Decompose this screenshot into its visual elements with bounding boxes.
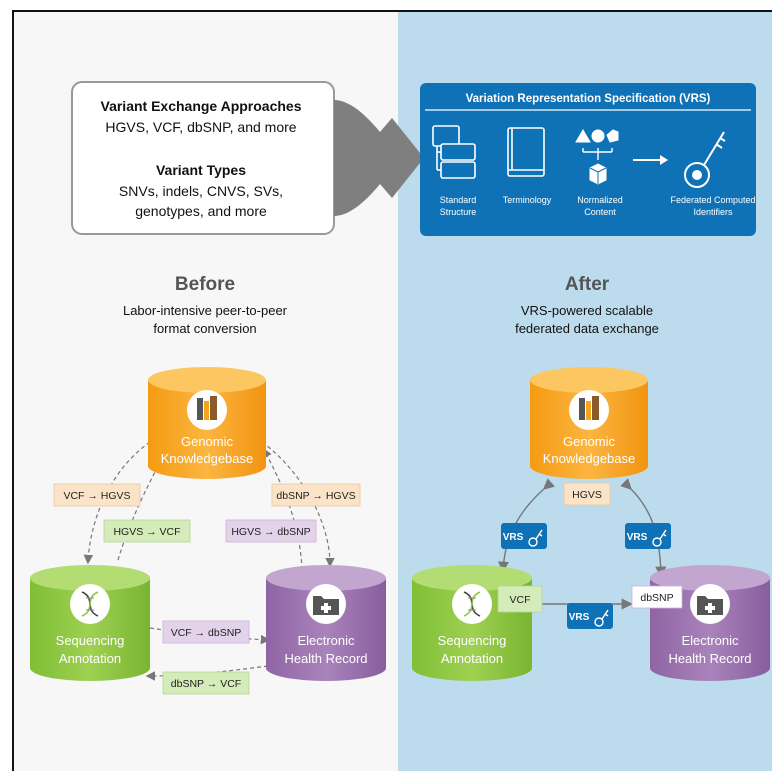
conversion-label: VCF → dbSNP — [162, 620, 250, 644]
conversion-label: HGVS → dbSNP — [225, 519, 317, 543]
medical-folder-icon — [697, 596, 723, 615]
books-icon — [579, 396, 599, 420]
format-tag-dbsnp: dbSNP — [631, 585, 683, 609]
db-label: Genomic — [181, 434, 234, 449]
svg-text:HGVS: HGVS — [572, 489, 602, 501]
svg-text:dbSNP: dbSNP — [640, 592, 673, 604]
vrs-item-label: Standard — [440, 195, 477, 205]
electronic-health-record-db: Electronic Health Record — [266, 565, 386, 681]
genomic-knowledgebase-db: Genomic Knowledgebase — [530, 367, 648, 479]
format-tag-hgvs: HGVS — [563, 482, 611, 506]
vrs-item-label: Identifiers — [693, 207, 733, 217]
key-icon — [594, 609, 609, 627]
types-line-1: SNVs, indels, CNVS, SVs, — [119, 183, 283, 199]
vrs-badge: VRS — [501, 523, 547, 549]
conversion-label: VCF → HGVS — [53, 483, 141, 507]
svg-text:VRS: VRS — [569, 612, 590, 623]
dna-icon — [463, 591, 481, 617]
vrs-item-label: Structure — [440, 207, 477, 217]
dna-icon — [81, 591, 99, 617]
right-arrow-icon — [633, 155, 668, 165]
key-icon — [528, 529, 543, 547]
db-label: Health Record — [668, 651, 751, 666]
after-subtitle-line-1: VRS-powered scalable — [521, 303, 653, 318]
types-line-2: genotypes, and more — [135, 203, 267, 219]
approaches-title: Variant Exchange Approaches — [101, 98, 302, 114]
vrs-item-label: Terminology — [503, 195, 552, 205]
vrs-spec-box: Variation Representation Specification (… — [420, 83, 756, 236]
db-label: Knowledgebase — [543, 451, 636, 466]
db-label: Health Record — [284, 651, 367, 666]
before-subtitle-line-1: Labor-intensive peer-to-peer — [123, 303, 288, 318]
flow-arrow — [334, 100, 424, 216]
svg-text:dbSNP → VCF: dbSNP → VCF — [171, 678, 241, 690]
db-label: Annotation — [59, 651, 121, 666]
books-icon — [197, 396, 217, 420]
types-title: Variant Types — [156, 162, 246, 178]
svg-text:VRS: VRS — [503, 532, 524, 543]
electronic-health-record-db: Electronic Health Record — [650, 565, 770, 681]
sequencing-annotation-db: Sequencing Annotation — [412, 565, 532, 681]
standard-structure-icon — [432, 125, 476, 179]
medical-folder-icon — [313, 596, 339, 615]
vrs-box-title: Variation Representation Specification (… — [466, 93, 711, 105]
conversion-label: HGVS → VCF — [103, 519, 191, 543]
sequencing-annotation-db: Sequencing Annotation — [30, 565, 150, 681]
vrs-badge: VRS — [625, 523, 671, 549]
vrs-badge: VRS — [567, 603, 613, 629]
before-subtitle-line-2: format conversion — [153, 321, 256, 336]
vrs-item-label: Federated Computed — [670, 195, 755, 205]
db-label: Sequencing — [438, 633, 507, 648]
db-label: Knowledgebase — [161, 451, 254, 466]
db-label: Sequencing — [56, 633, 125, 648]
svg-text:dbSNP → HGVS: dbSNP → HGVS — [276, 490, 355, 502]
format-tag-vcf: VCF — [497, 585, 543, 613]
approaches-text: HGVS, VCF, dbSNP, and more — [105, 119, 296, 135]
svg-text:VCF → HGVS: VCF → HGVS — [63, 490, 130, 502]
db-label: Genomic — [563, 434, 616, 449]
shapes-icon — [575, 129, 619, 185]
svg-text:VCF: VCF — [510, 594, 531, 606]
before-title: Before — [175, 274, 235, 295]
genomic-knowledgebase-db: Genomic Knowledgebase — [148, 367, 266, 479]
db-label: Electronic — [681, 633, 739, 648]
book-icon — [507, 127, 545, 177]
after-title: After — [565, 274, 610, 295]
vrs-item-label: Content — [584, 207, 616, 217]
svg-text:HGVS → dbSNP: HGVS → dbSNP — [231, 526, 310, 538]
db-label: Annotation — [441, 651, 503, 666]
key-icon — [652, 529, 667, 547]
conversion-label: dbSNP → HGVS — [271, 483, 361, 507]
svg-text:HGVS → VCF: HGVS → VCF — [113, 526, 180, 538]
after-subtitle-line-2: federated data exchange — [515, 321, 659, 336]
key-icon — [684, 131, 726, 188]
conversion-label: dbSNP → VCF — [162, 671, 250, 695]
db-label: Electronic — [297, 633, 355, 648]
svg-text:VCF → dbSNP: VCF → dbSNP — [171, 627, 242, 639]
svg-text:VRS: VRS — [627, 532, 648, 543]
vrs-item-label: Normalized — [577, 195, 623, 205]
variant-input-box: Variant Exchange Approaches HGVS, VCF, d… — [71, 81, 335, 235]
